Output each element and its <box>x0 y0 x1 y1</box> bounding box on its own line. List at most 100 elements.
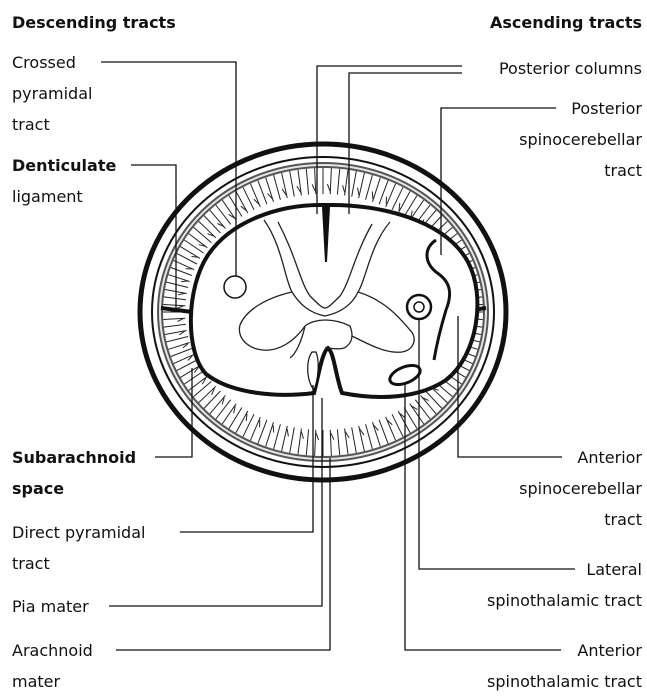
trabecula-line <box>337 169 339 195</box>
label-line: spinocerebellar <box>519 124 642 155</box>
trabecula-branch <box>343 185 345 192</box>
label-pia-mater: Pia mater <box>12 591 89 622</box>
trabecula-line <box>266 422 274 446</box>
trabecula-line <box>306 169 308 195</box>
trabecula-line <box>274 424 281 449</box>
trabecula-line <box>216 400 231 419</box>
trabecula-line <box>421 395 437 413</box>
label-line: Pia mater <box>12 591 89 622</box>
trabecula-line <box>266 178 274 202</box>
label-anterior-spinocerebellar-tract: Anterior spinocerebellar tract <box>519 442 642 535</box>
trabecula-line <box>169 275 190 282</box>
trabecula-line <box>373 422 381 446</box>
trabecula-line <box>174 354 195 363</box>
trabecula-branch <box>177 306 183 308</box>
trabecula-line <box>352 171 357 197</box>
trabecula-line <box>164 297 186 300</box>
label-line: ligament <box>12 181 116 212</box>
trabecula-line <box>282 426 288 451</box>
label-anterior-spinothalamic-tract: Anterior spinothalamic tract <box>487 635 642 697</box>
label-denticulate-ligament: Denticulate ligament <box>12 150 116 212</box>
trabecula-line <box>189 234 208 248</box>
trabecula-line <box>194 227 212 242</box>
leader-posterior-columns-b <box>349 73 462 214</box>
trabecula-line <box>386 417 396 440</box>
trabecula-line <box>167 282 189 287</box>
header-ascending-tracts: Ascending tracts <box>490 7 642 38</box>
label-arachnoid-mater: Arachnoid mater <box>12 635 93 697</box>
label-line: space <box>12 473 136 504</box>
trabecula-line <box>373 178 381 202</box>
trabecula-line <box>199 221 216 237</box>
label-line: spinocerebellar <box>519 473 642 504</box>
trabecula-line <box>199 386 216 402</box>
trabecula-line <box>290 171 295 197</box>
trabecula-line <box>258 180 267 204</box>
trabecula-line <box>210 395 226 413</box>
trabecula-branch <box>372 192 373 199</box>
trabecula-line <box>426 391 442 408</box>
trabecula-branch <box>178 293 184 294</box>
label-line: mater <box>12 666 93 697</box>
trabecula-branch <box>181 281 188 282</box>
trabecula-line <box>210 210 226 228</box>
trabecula-line <box>250 417 260 440</box>
trabecula-line <box>250 184 260 207</box>
trabecula-branch <box>301 432 303 439</box>
label-line: Arachnoid <box>12 635 93 666</box>
trabecula-line <box>163 305 185 306</box>
trabecula-line <box>366 424 373 449</box>
label-line: tract <box>12 109 92 140</box>
trabecula-line <box>290 427 295 453</box>
trabecula-branch <box>331 433 334 440</box>
label-line: Posterior <box>519 93 642 124</box>
trabecula-line <box>274 175 281 200</box>
trabecula-branch <box>316 433 319 440</box>
trabecula-line <box>306 429 308 455</box>
trabecula-line <box>359 173 365 198</box>
trabecula-line <box>315 430 316 456</box>
label-direct-pyramidal-tract: Direct pyramidal tract <box>12 517 145 579</box>
trabecula-line <box>298 429 301 455</box>
trabecula-branch <box>287 429 288 436</box>
label-crossed-pyramidal-tract: Crossed pyramidal tract <box>12 47 92 140</box>
trabecula-branch <box>312 184 315 191</box>
header-descending-tracts: Descending tracts <box>12 7 176 38</box>
trabecula-line <box>204 216 220 233</box>
trabecula-line <box>359 426 365 451</box>
trabecula-line <box>167 337 189 342</box>
trabecula-branch <box>327 184 330 191</box>
trabecula-branch <box>273 425 274 432</box>
label-line: Posterior columns <box>499 53 642 84</box>
label-subarachnoid-space: Subarachnoid space <box>12 442 136 504</box>
label-posterior-spinocerebellar-tract: Posterior spinocerebellar tract <box>519 93 642 186</box>
trabecula-line <box>352 427 357 453</box>
trabecula-line <box>345 170 348 196</box>
label-line: pyramidal <box>12 78 92 109</box>
trabecula-line <box>282 173 288 198</box>
label-line: Lateral <box>487 554 642 585</box>
label-line: Anterior <box>519 442 642 473</box>
trabecula-line <box>169 343 190 350</box>
label-line: spinothalamic tract <box>487 585 642 616</box>
label-line: tract <box>12 548 145 579</box>
label-line: tract <box>519 504 642 535</box>
trabecula-line <box>386 184 396 207</box>
label-line: Subarachnoid <box>12 442 136 473</box>
label-line: tract <box>519 155 642 186</box>
trabecula-line <box>174 260 195 269</box>
label-line: spinothalamic tract <box>487 666 642 697</box>
label-line: Denticulate <box>12 150 116 181</box>
leader-arachnoid <box>116 458 330 650</box>
label-lateral-spinothalamic-tract: Lateral spinothalamic tract <box>487 554 642 616</box>
leader-posterior-columns-a <box>317 66 462 214</box>
label-line: Crossed <box>12 47 92 78</box>
trabecula-line <box>337 429 339 455</box>
trabecula-line <box>171 349 192 357</box>
trabecula-branch <box>358 188 359 195</box>
label-line: Direct pyramidal <box>12 517 145 548</box>
label-posterior-columns: Posterior columns <box>499 53 642 84</box>
trabecula-line <box>366 175 373 200</box>
label-line: Anterior <box>487 635 642 666</box>
trabecula-line <box>379 420 388 444</box>
